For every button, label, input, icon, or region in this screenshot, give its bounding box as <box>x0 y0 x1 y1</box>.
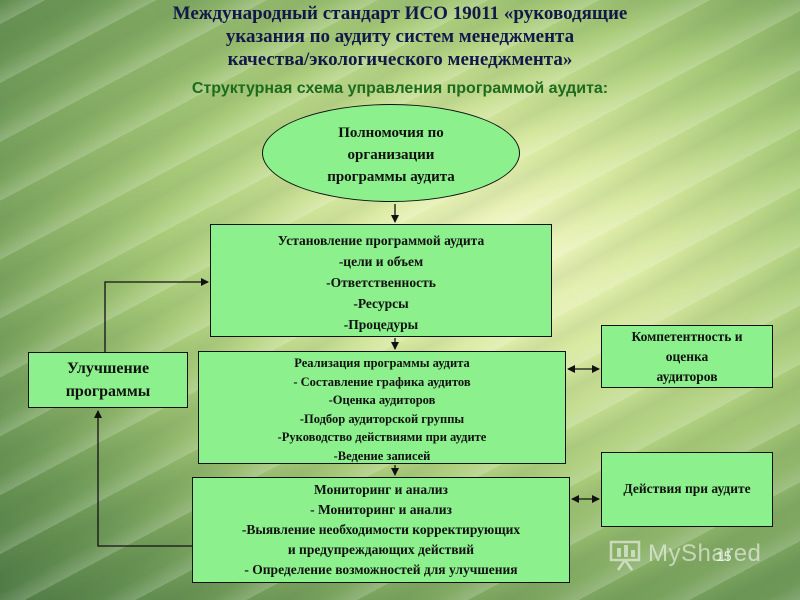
projector-logo-icon <box>609 540 641 571</box>
node-text: программы аудита <box>327 169 455 185</box>
title-line: качества/экологического менеджмента» <box>227 49 573 70</box>
node-text: -Процедуры <box>343 317 419 332</box>
node-text: - Составление графика аудитов <box>293 374 471 389</box>
node-program-improvement: Улучшение программы <box>28 352 188 408</box>
node-text: и предупреждающих действий <box>287 542 475 557</box>
node-text: организации <box>347 147 435 163</box>
node-text: -Подбор аудиторской группы <box>299 411 465 426</box>
node-text: -Ресурсы <box>353 296 409 311</box>
title-line: Международный стандарт ИСО 19011 «руково… <box>172 3 628 24</box>
myshared-watermark: MyShared <box>608 536 768 576</box>
node-text: -Ведение записей <box>333 448 431 463</box>
node-text: -Ответственность <box>326 275 436 290</box>
node-program-establishment: Установление программой аудита -цели и о… <box>210 224 552 337</box>
node-text: аудиторов <box>656 369 718 384</box>
slide-subtitle: Структурная схема управления программой … <box>191 80 609 97</box>
arrow-monitoring-to-improvement <box>94 410 192 547</box>
node-text: -Выявление необходимости корректирующих <box>241 522 521 537</box>
slide-title: Международный стандарт ИСО 19011 «руково… <box>80 2 720 71</box>
node-text: Мониторинг и анализ <box>314 482 448 497</box>
node-text: Улучшение <box>66 360 150 377</box>
node-text: Действия при аудите <box>623 481 751 496</box>
node-text: -Руководство действиями при аудите <box>277 430 487 444</box>
node-text: -Оценка аудиторов <box>328 393 436 407</box>
node-audit-program-authority: Полномочия по организации программы ауди… <box>262 104 520 202</box>
node-program-implementation: Реализация программы аудита - Составлени… <box>198 351 566 464</box>
node-text: Реализация программы аудита <box>294 356 470 370</box>
page-number: 15 <box>716 548 732 564</box>
watermark-text: MyShared <box>648 540 762 567</box>
node-text: программы <box>65 383 151 400</box>
node-audit-actions: Действия при аудите <box>601 452 773 527</box>
title-line: указания по аудиту систем менеджмента <box>225 26 575 47</box>
node-text: -цели и объем <box>338 254 424 269</box>
node-text: Полномочия по <box>338 125 444 141</box>
node-text: оценка <box>665 349 709 364</box>
node-monitoring-analysis: Мониторинг и анализ - Мониторинг и анали… <box>192 477 570 583</box>
arrow-improvement-to-establishment <box>104 278 209 352</box>
node-text: Установление программой аудита <box>277 233 485 248</box>
node-text: - Определение возможностей для улучшения <box>244 562 518 577</box>
node-text: Компетентность и <box>631 329 743 344</box>
node-auditor-competence: Компетентность и оценка аудиторов <box>601 325 773 388</box>
node-text: - Мониторинг и анализ <box>310 502 452 517</box>
